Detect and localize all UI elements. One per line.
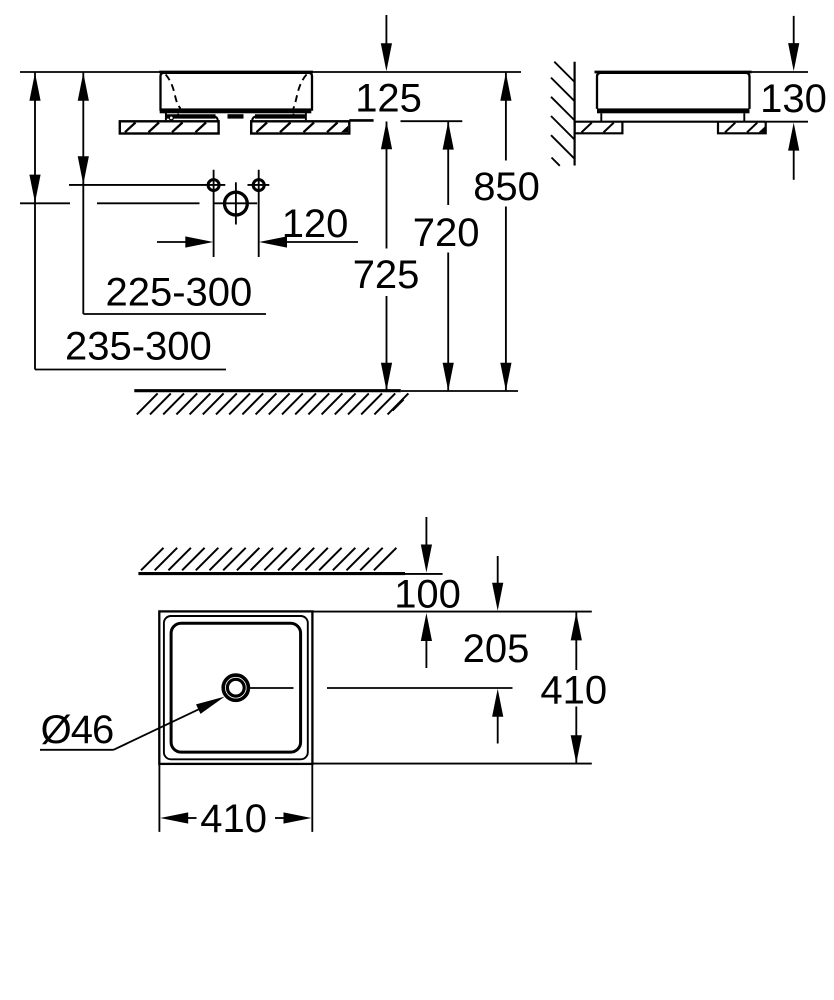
svg-text:Ø46: Ø46 — [41, 708, 114, 752]
svg-text:850: 850 — [473, 165, 540, 209]
svg-text:410: 410 — [540, 669, 607, 713]
svg-text:720: 720 — [413, 211, 480, 255]
svg-text:100: 100 — [394, 573, 461, 617]
svg-text:130: 130 — [760, 77, 827, 121]
svg-text:725: 725 — [353, 253, 420, 297]
svg-text:125: 125 — [355, 77, 422, 121]
svg-text:120: 120 — [282, 202, 349, 246]
svg-text:225-300: 225-300 — [106, 270, 253, 314]
svg-text:205: 205 — [463, 627, 530, 671]
svg-text:235-300: 235-300 — [65, 325, 212, 369]
svg-text:410: 410 — [200, 797, 267, 841]
